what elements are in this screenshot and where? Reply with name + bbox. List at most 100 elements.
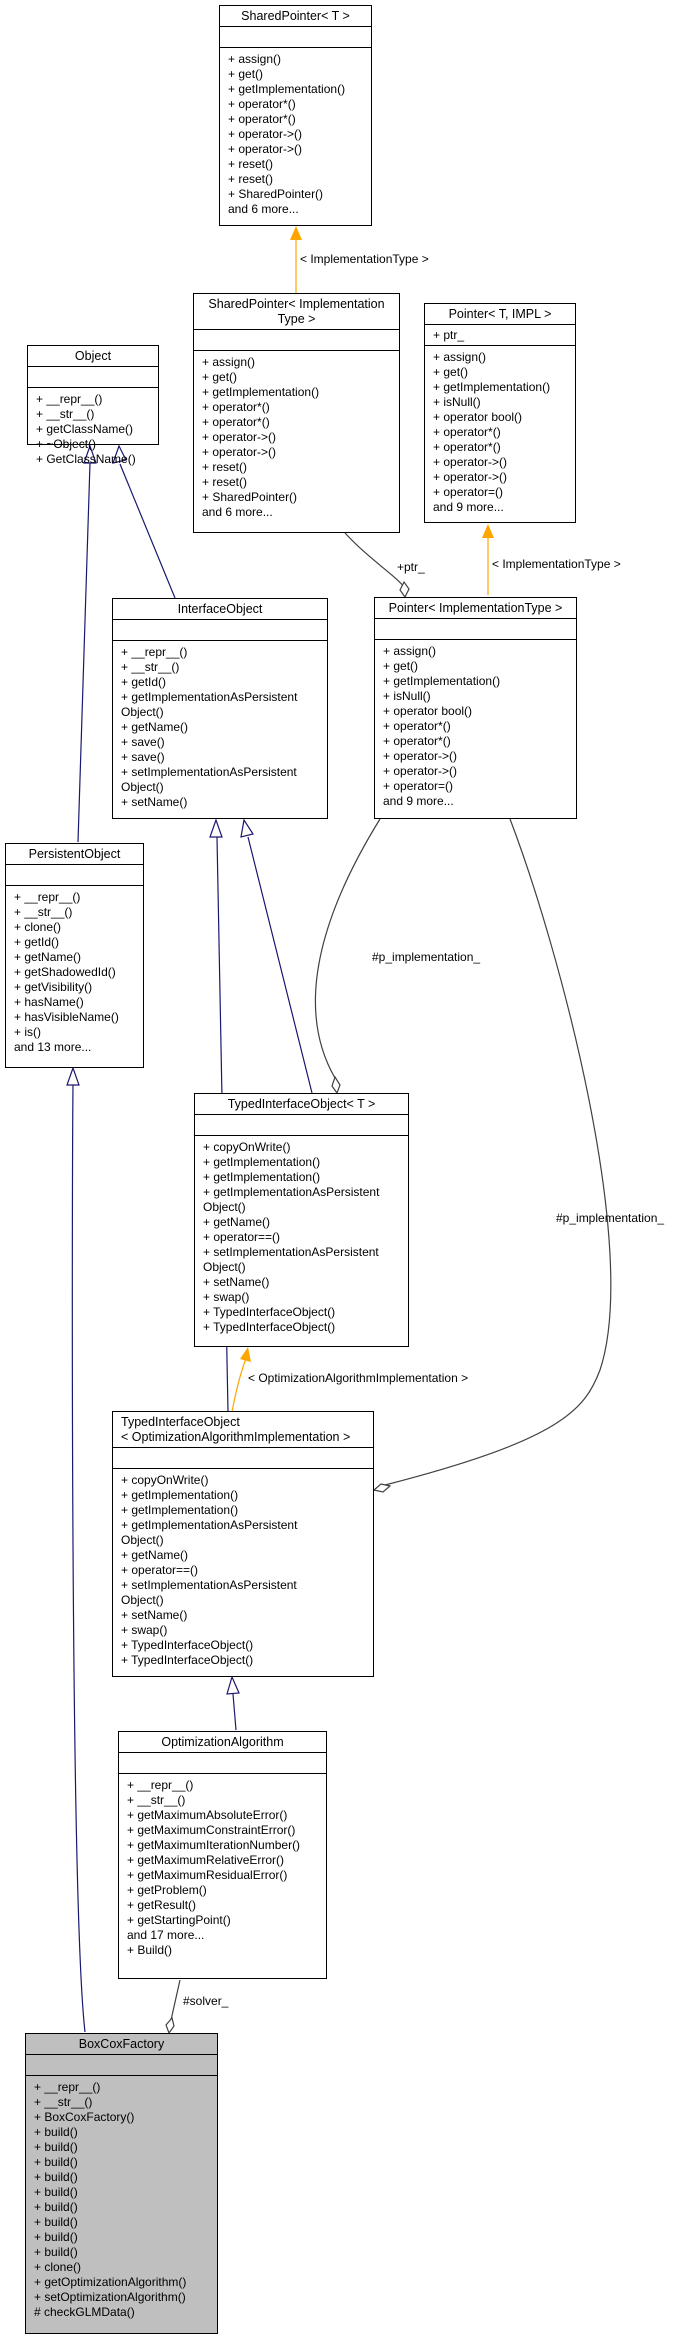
label-implementation-type-1: < ImplementationType > xyxy=(300,252,429,266)
member-line: + setImplementationAsPersistent xyxy=(203,1245,379,1259)
node-operations: + __repr__()+ __str__()+ clone()+ getId(… xyxy=(6,886,143,1059)
node-attributes xyxy=(6,865,143,886)
member-line: + setImplementationAsPersistent xyxy=(121,765,297,779)
member-line: + build() xyxy=(34,2170,78,2184)
diamond-usage-ptr xyxy=(399,580,410,599)
member-line: + is() xyxy=(14,1025,41,1039)
member-line: + SharedPointer() xyxy=(228,187,324,201)
node-operations: + __repr__()+ __str__()+ getId()+ getImp… xyxy=(113,641,327,814)
member-line: + build() xyxy=(34,2140,78,2154)
member-line: Object() xyxy=(121,705,164,719)
node-persistent-object[interactable]: PersistentObject + __repr__()+ __str__()… xyxy=(5,843,144,1068)
node-attributes xyxy=(28,367,158,388)
member-line: + getMaximumRelativeError() xyxy=(127,1853,285,1867)
edge-usage-p-impl-2 xyxy=(384,818,612,1486)
member-line: + build() xyxy=(34,2230,78,2244)
arrow-inherit-tio-t-interfaceobject xyxy=(240,818,254,838)
member-line: + getId() xyxy=(14,935,60,949)
node-typed-interface-object-t[interactable]: TypedInterfaceObject< T > + copyOnWrite(… xyxy=(194,1093,409,1347)
member-line: + operator==() xyxy=(203,1230,281,1244)
edge-inherit-tio-t-interfaceobject xyxy=(247,836,313,1094)
member-line: and 9 more... xyxy=(433,500,504,514)
member-line: Object() xyxy=(203,1260,246,1274)
node-typed-interface-object-oai[interactable]: TypedInterfaceObject < OptimizationAlgor… xyxy=(112,1411,374,1677)
member-line: + operator bool() xyxy=(433,410,523,424)
label-ptr: +ptr_ xyxy=(397,560,425,574)
member-line: + getImplementation() xyxy=(203,1155,321,1169)
member-line: + hasVisibleName() xyxy=(14,1010,119,1024)
member-line: + operator->() xyxy=(228,142,303,156)
member-line: + setName() xyxy=(121,1608,188,1622)
member-line: + getImplementationAsPersistent xyxy=(121,690,298,704)
member-line: + assign() xyxy=(228,52,282,66)
member-line: + operator*() xyxy=(433,425,501,439)
member-line: + __repr__() xyxy=(36,392,103,406)
node-attributes xyxy=(194,330,399,351)
member-line: + getMaximumIterationNumber() xyxy=(127,1838,301,1852)
diamond-usage-p-impl-1 xyxy=(331,1075,341,1095)
member-line: + operator==() xyxy=(121,1563,199,1577)
member-line: + getResult() xyxy=(127,1898,197,1912)
node-attributes xyxy=(26,2055,217,2076)
member-line: + getMaximumAbsoluteError() xyxy=(127,1808,288,1822)
member-line: + ptr_ xyxy=(433,328,465,342)
member-line: + swap() xyxy=(203,1290,250,1304)
edge-inherit-interfaceobject-object xyxy=(119,463,176,599)
member-line: and 6 more... xyxy=(228,202,299,216)
diamond-usage-p-impl-2 xyxy=(372,1483,392,1493)
node-title: SharedPointer< T > xyxy=(220,6,371,27)
member-line: + build() xyxy=(34,2245,78,2259)
member-line: + TypedInterfaceObject() xyxy=(203,1305,336,1319)
member-line: and 6 more... xyxy=(202,505,273,519)
arrow-inherit-oa-tio xyxy=(226,1675,240,1695)
member-line: + build() xyxy=(34,2200,78,2214)
arrow-template-pointer xyxy=(482,524,494,538)
member-line: + __str__() xyxy=(121,660,180,674)
node-operations: + __repr__()+ __str__()+ getClassName()+… xyxy=(28,388,158,471)
member-line: + reset() xyxy=(228,157,274,171)
arrow-inherit-bcf-persistentobject xyxy=(66,1066,80,1086)
member-line: + getImplementation() xyxy=(228,82,346,96)
member-line: + getShadowedId() xyxy=(14,965,116,979)
member-line: + operator bool() xyxy=(383,704,473,718)
member-line: + setName() xyxy=(121,795,188,809)
node-pointer-impl[interactable]: Pointer< ImplementationType > + assign()… xyxy=(374,597,577,819)
member-line: + swap() xyxy=(121,1623,168,1637)
node-title: Pointer< T, IMPL > xyxy=(425,304,575,325)
member-line: + getName() xyxy=(203,1215,271,1229)
member-line: + save() xyxy=(121,750,165,764)
member-line: + operator*() xyxy=(228,112,296,126)
member-line: + operator=() xyxy=(433,485,504,499)
diamond-usage-solver xyxy=(165,2016,175,2035)
member-line: + copyOnWrite() xyxy=(121,1473,209,1487)
member-line: + getImplementation() xyxy=(433,380,551,394)
member-line: + operator->() xyxy=(202,445,277,459)
member-line: + operator*() xyxy=(433,440,501,454)
arrow-inherit-tio-oai-interfaceobject xyxy=(209,818,223,838)
member-line: + __str__() xyxy=(14,905,73,919)
member-line: + operator->() xyxy=(383,749,458,763)
node-pointer-t-impl[interactable]: Pointer< T, IMPL > + ptr_ + assign()+ ge… xyxy=(424,303,576,523)
member-line: + clone() xyxy=(14,920,62,934)
member-line: + getName() xyxy=(14,950,82,964)
member-line: + reset() xyxy=(228,172,274,186)
node-optimization-algorithm[interactable]: OptimizationAlgorithm + __repr__()+ __st… xyxy=(118,1731,327,1979)
edge-inherit-bcf-persistentobject xyxy=(71,1084,86,2033)
member-line: + Build() xyxy=(127,1943,173,1957)
member-line: + assign() xyxy=(202,355,256,369)
arrow-inherit-interfaceobject-object xyxy=(112,444,127,464)
member-line: + operator->() xyxy=(202,430,277,444)
node-operations: + assign()+ get()+ getImplementation()+ … xyxy=(375,640,576,813)
member-line: Object() xyxy=(203,1200,246,1214)
member-line: + build() xyxy=(34,2185,78,2199)
member-line: + getImplementation() xyxy=(121,1503,239,1517)
node-box-cox-factory[interactable]: BoxCoxFactory + __repr__()+ __str__()+ B… xyxy=(25,2033,218,2334)
node-title: BoxCoxFactory xyxy=(26,2034,217,2055)
node-interface-object[interactable]: InterfaceObject + __repr__()+ __str__()+… xyxy=(112,598,328,819)
member-line: + GetClassName() xyxy=(36,452,136,466)
member-line: + isNull() xyxy=(433,395,481,409)
node-shared-pointer-t[interactable]: SharedPointer< T > + assign()+ get()+ ge… xyxy=(219,5,372,226)
node-title: PersistentObject xyxy=(6,844,143,865)
node-object[interactable]: Object + __repr__()+ __str__()+ getClass… xyxy=(27,345,159,466)
node-shared-pointer-impl[interactable]: SharedPointer< Implementation Type > + a… xyxy=(193,293,400,533)
